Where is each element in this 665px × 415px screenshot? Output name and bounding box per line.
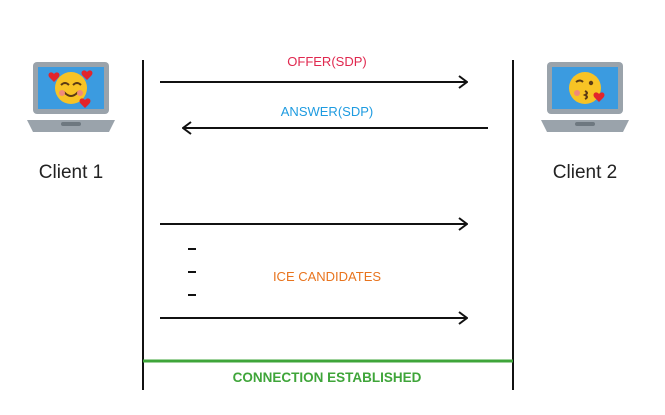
answer-label: ANSWER(SDP): [280, 104, 374, 119]
laptop-icon: [27, 62, 115, 132]
connection-established-label: CONNECTION ESTABLISHED: [232, 370, 422, 385]
laptop-icon: [541, 62, 629, 132]
continuation-dash: [188, 294, 196, 296]
continuation-dash: [188, 248, 196, 250]
smiling-face-with-hearts-icon: [48, 70, 93, 108]
ice-candidates-label: ICE CANDIDATES: [272, 269, 382, 284]
face-blowing-a-kiss-icon: [569, 72, 605, 104]
offer-label: OFFER(SDP): [287, 54, 367, 69]
continuation-dash: [188, 271, 196, 273]
client1-label: Client 1: [38, 162, 104, 183]
client2-label: Client 2: [552, 162, 618, 183]
